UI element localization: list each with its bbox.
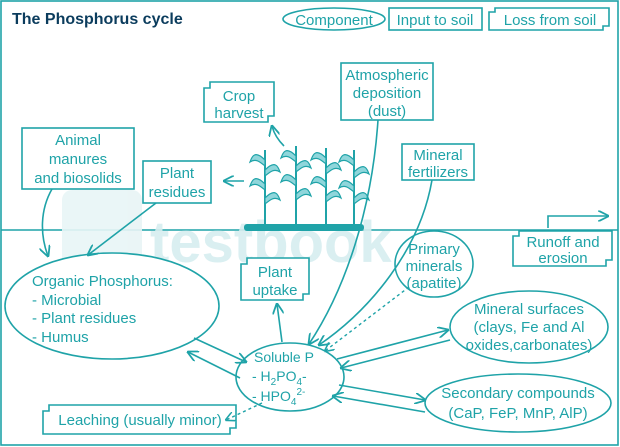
node-soluble-p: Soluble P - H2PO4- - HPO42- xyxy=(235,342,345,412)
crop-harvest-line-2: harvest xyxy=(214,105,264,122)
organic-phosphorus-item-1: - Microbial xyxy=(32,292,101,309)
arrow-residues-to-organic xyxy=(88,202,157,255)
crop-plants-icon xyxy=(244,146,371,231)
plant-uptake-line-1: Plant xyxy=(258,264,293,281)
crop-soil-bar xyxy=(244,224,364,231)
node-secondary-compounds: Secondary compounds (CaP, FeP, MnP, AlP) xyxy=(424,373,612,433)
node-mineral-fertilizers: Mineral fertilizers xyxy=(401,143,475,181)
node-primary-minerals: Primary minerals (apatite) xyxy=(394,230,474,298)
legend-component-shape xyxy=(282,7,386,31)
mineral-surfaces-line-2: (clays, Fe and Al xyxy=(474,319,585,336)
legend-input-shape xyxy=(388,7,483,31)
organic-phosphorus-title: Organic Phosphorus: xyxy=(32,273,173,290)
arrow-soluble-to-surfaces xyxy=(336,330,448,360)
node-crop-harvest: Crop harvest xyxy=(203,81,275,123)
plant-residues-line-1: Plant xyxy=(160,165,195,182)
page-title: The Phosphorus cycle xyxy=(12,11,183,28)
animal-manures-line-1: Animal xyxy=(55,132,101,149)
crop-harvest-line-1: Crop xyxy=(223,88,256,105)
secondary-compounds-line-2: (CaP, FeP, MnP, AlP) xyxy=(448,405,587,422)
mineral-surfaces-line-3: oxides,carbonates) xyxy=(466,337,593,354)
atmospheric-line-2: deposition xyxy=(353,85,421,102)
mineral-fertilizers-line-2: fertilizers xyxy=(408,164,468,181)
arrow-runoff-loss xyxy=(547,216,608,228)
legend: Component Input to soil Loss from soil xyxy=(282,7,610,31)
watermark-logo-icon xyxy=(62,190,142,270)
node-leaching: Leaching (usually minor) xyxy=(42,404,237,435)
legend-loss-shape xyxy=(488,7,610,31)
organic-phosphorus-item-2: - Plant residues xyxy=(32,310,136,327)
arrow-primary-to-soluble xyxy=(325,286,410,351)
arrow-surfaces-to-soluble xyxy=(341,339,451,368)
secondary-compounds-line-1: Secondary compounds xyxy=(441,385,594,402)
primary-minerals-line-2: minerals xyxy=(406,258,463,275)
node-animal-manures: Animal manures and biosolids xyxy=(21,127,135,190)
leaching-label: Leaching (usually minor) xyxy=(58,412,221,429)
node-runoff-erosion: Runoff and erosion xyxy=(512,230,613,267)
plant-residues-box xyxy=(142,160,212,204)
soluble-p-ellipse xyxy=(235,342,345,412)
arrow-crop-to-harvest xyxy=(272,126,285,147)
plant-uptake-line-2: uptake xyxy=(252,282,297,299)
node-atmospheric-deposition: Atmospheric deposition (dust) xyxy=(340,62,434,121)
arrow-soluble-to-secondary xyxy=(338,384,425,400)
node-mineral-surfaces: Mineral surfaces (clays, Fe and Al oxide… xyxy=(449,290,609,364)
runoff-line-1: Runoff and xyxy=(526,234,599,251)
arrow-soluble-to-leaching xyxy=(226,402,263,420)
mineral-fertilizers-line-1: Mineral xyxy=(413,147,462,164)
primary-minerals-line-1: Primary xyxy=(408,241,460,258)
legend-component-label: Component xyxy=(295,12,373,29)
soluble-p-line-1: Soluble P xyxy=(254,349,314,365)
mineral-fertilizers-box xyxy=(401,143,475,181)
arrow-manures-to-organic xyxy=(42,188,53,256)
arrows xyxy=(42,119,608,420)
animal-manures-line-3: and biosolids xyxy=(34,170,122,187)
atmospheric-deposition-box xyxy=(340,62,434,121)
plant-residues-line-2: residues xyxy=(149,184,206,201)
mineral-surfaces-line-1: Mineral surfaces xyxy=(474,301,584,318)
organic-phosphorus-item-3: - Humus xyxy=(32,329,89,346)
primary-minerals-ellipse xyxy=(394,230,474,298)
crop-harvest-box xyxy=(203,81,275,123)
atmospheric-line-1: Atmospheric xyxy=(345,67,429,84)
atmospheric-line-3: (dust) xyxy=(368,103,406,120)
leaching-box xyxy=(42,404,237,435)
arrow-atmospheric-to-soluble xyxy=(309,119,379,344)
primary-minerals-line-3: (apatite) xyxy=(406,275,461,292)
arrow-secondary-to-soluble xyxy=(333,396,426,413)
arrow-organic-to-soluble xyxy=(193,337,246,362)
node-organic-phosphorus: Organic Phosphorus: - Microbial - Plant … xyxy=(4,252,220,360)
secondary-compounds-ellipse xyxy=(424,373,612,433)
legend-input-label: Input to soil xyxy=(397,12,474,29)
legend-loss-label: Loss from soil xyxy=(504,12,597,29)
soluble-p-line-3: - HPO42- xyxy=(252,387,305,408)
arrow-soluble-to-uptake xyxy=(277,304,282,343)
arrow-soluble-to-organic xyxy=(188,352,241,379)
node-plant-uptake: Plant uptake xyxy=(240,257,310,301)
animal-manures-line-2: manures xyxy=(49,151,107,168)
arrow-fertilizers-to-soluble xyxy=(319,179,433,345)
runoff-erosion-box xyxy=(512,230,613,267)
animal-manures-box xyxy=(21,127,135,190)
soluble-p-line-2: - H2PO4- xyxy=(252,368,307,388)
organic-phosphorus-ellipse xyxy=(4,252,220,360)
runoff-line-2: erosion xyxy=(538,250,587,267)
plant-uptake-box xyxy=(240,257,310,301)
node-plant-residues: Plant residues xyxy=(142,160,212,204)
